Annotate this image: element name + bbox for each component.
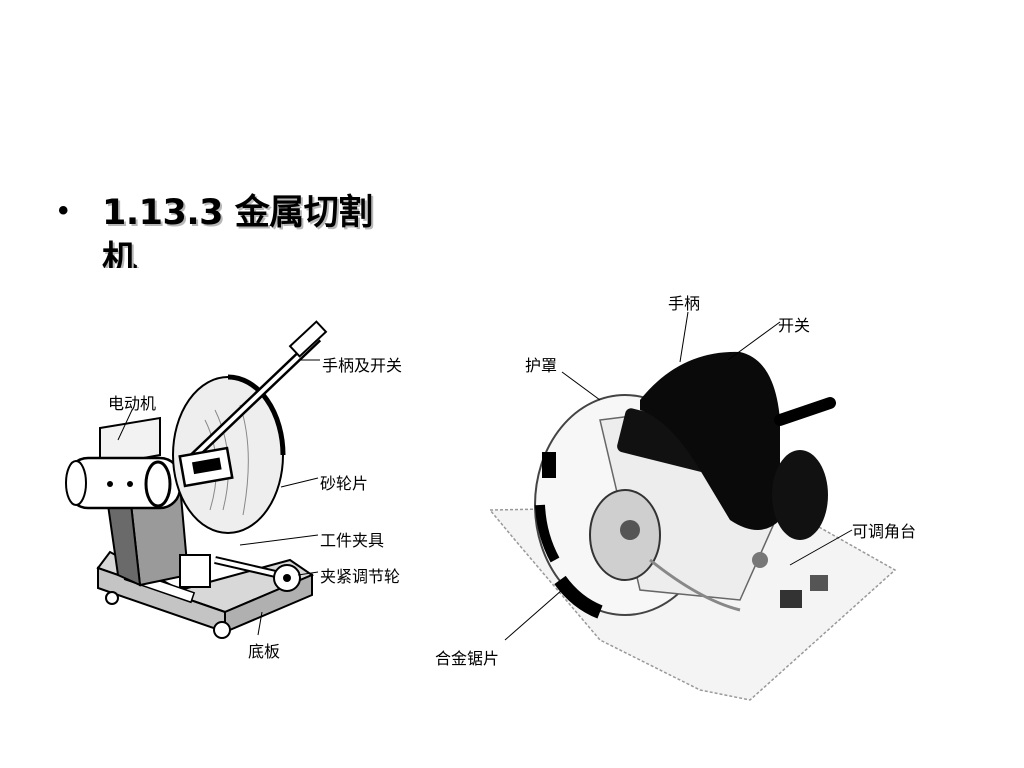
- label-guard: 护罩: [525, 356, 558, 375]
- label-adjustable-table: 可调角台: [852, 522, 917, 541]
- bullet-marker: •: [58, 194, 69, 227]
- label-clamp-wheel: 夹紧调节轮: [320, 567, 401, 586]
- label-motor: 电动机: [108, 394, 157, 413]
- label-grinding-wheel: 砂轮片: [320, 474, 369, 493]
- label-handle-switch: 手柄及开关: [322, 356, 403, 375]
- label-switch: 开关: [778, 316, 811, 335]
- slide-title: 1.13.3 金属切割机: [102, 193, 373, 268]
- label-work-fixture: 工件夹具: [320, 531, 385, 550]
- label-handle: 手柄: [668, 294, 701, 313]
- label-base-plate: 底板: [248, 642, 281, 661]
- title-container: 1.13.3 金属切割机: [102, 190, 422, 268]
- label-alloy-blade: 合金锯片: [435, 649, 500, 668]
